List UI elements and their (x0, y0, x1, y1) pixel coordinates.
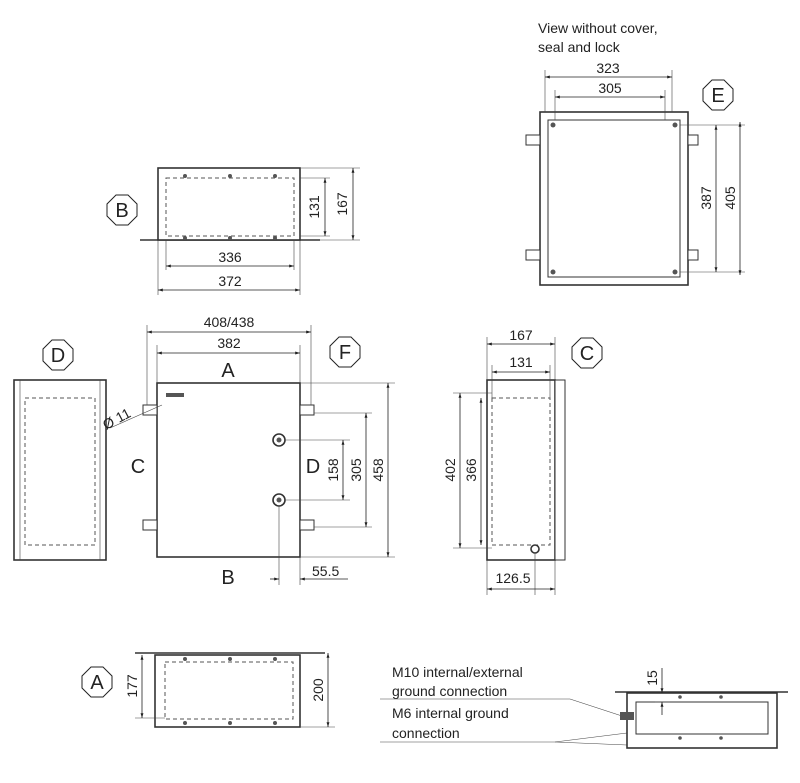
view-e-note-line1: View without cover, (538, 20, 658, 36)
view-b-label: B (115, 200, 128, 222)
dim-158: 158 (325, 458, 341, 482)
m10-note-line1: M10 internal/external (392, 664, 523, 680)
view-b: B 131 167 336 372 (106, 167, 360, 295)
view-f-front: F A C D B 408/438 382 Ø 11 158 305 458 5… (100, 314, 395, 589)
side-a-label: A (221, 360, 235, 382)
dim-402: 402 (442, 458, 458, 482)
m6-note-line2: connection (392, 725, 460, 741)
dim-323: 323 (596, 60, 620, 76)
dim-336: 336 (218, 249, 242, 265)
view-a: A 177 200 (81, 652, 335, 728)
ground-connection-detail: M10 internal/external ground connection … (380, 664, 788, 749)
m6-note-line1: M6 internal ground (392, 705, 509, 721)
dim-200: 200 (310, 678, 326, 702)
dim-408-438: 408/438 (204, 314, 255, 330)
dim-131-c: 131 (509, 354, 533, 370)
side-c-label: C (131, 456, 145, 478)
m10-note-line2: ground connection (392, 683, 507, 699)
dim-177: 177 (124, 674, 140, 698)
dim-458: 458 (370, 458, 386, 482)
dim-126-5: 126.5 (495, 570, 530, 586)
dim-387: 387 (698, 186, 714, 210)
view-c: C 167 131 402 366 126.5 (442, 327, 603, 595)
dim-55-5: 55.5 (312, 563, 339, 579)
dim-167-c: 167 (509, 327, 533, 343)
view-c-label: C (580, 343, 594, 365)
side-d-label: D (306, 456, 320, 478)
dim-366: 366 (463, 458, 479, 482)
dim-382: 382 (217, 335, 241, 351)
view-d: D (13, 339, 107, 561)
view-e: View without cover, seal and lock E 323 … (525, 20, 745, 286)
view-a-label: A (90, 672, 104, 694)
view-e-note-line2: seal and lock (538, 39, 621, 55)
dim-405: 405 (722, 186, 738, 210)
dim-305-front: 305 (348, 458, 364, 482)
dim-15: 15 (644, 670, 660, 686)
view-d-label: D (51, 345, 65, 367)
view-e-label: E (711, 85, 724, 107)
dim-305: 305 (598, 80, 622, 96)
dim-131: 131 (306, 195, 322, 219)
view-f-label: F (339, 342, 351, 364)
dim-167: 167 (334, 192, 350, 216)
side-b-label: B (221, 567, 234, 589)
dim-372: 372 (218, 273, 242, 289)
